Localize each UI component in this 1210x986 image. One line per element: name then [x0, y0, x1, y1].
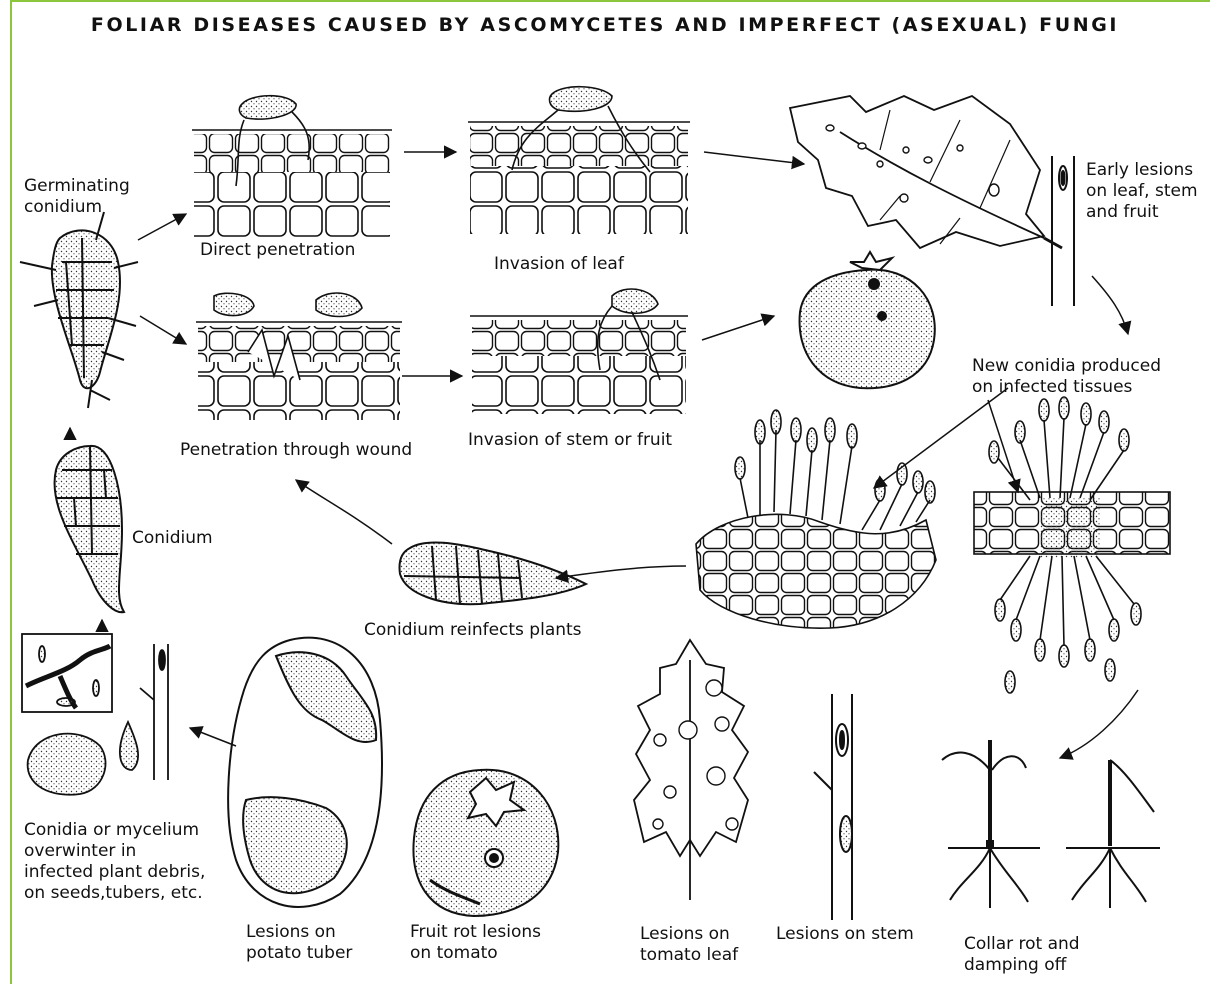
invasion-of-stem-drawing: [470, 289, 688, 414]
label-new-conidia: New conidia produced on infected tissues: [972, 356, 1161, 398]
conidium-drawing: [55, 446, 124, 612]
label-invasion-of-stem-or-fruit: Invasion of stem or fruit: [468, 430, 672, 451]
label-early-lesions: Early lesions on leaf, stem and fruit: [1086, 160, 1198, 223]
infected-leaf-drawing: [790, 96, 1062, 248]
label-lesions-potato-tuber: Lesions on potato tuber: [246, 922, 352, 964]
potato-tuber-drawing: [228, 638, 382, 907]
label-lesions-tomato-leaf: Lesions on tomato leaf: [640, 924, 738, 966]
invasion-of-leaf-drawing: [468, 87, 690, 234]
infected-stem-drawing: [1052, 156, 1074, 306]
overwintering-drawing: [22, 634, 168, 795]
label-lesions-on-stem: Lesions on stem: [776, 924, 914, 945]
new-conidia-drawing: [974, 397, 1170, 693]
label-fruit-rot-lesions: Fruit rot lesions on tomato: [410, 922, 541, 964]
sporulating-tissue-drawing: [696, 410, 936, 628]
fruit-rot-tomato-drawing: [413, 770, 558, 916]
damping-off-seedlings-drawing: [942, 740, 1160, 908]
stem-lesions-drawing: [814, 694, 852, 920]
label-penetration-through-wound: Penetration through wound: [180, 440, 412, 461]
reinfecting-conidium-drawing: [399, 543, 586, 605]
label-collar-rot: Collar rot and damping off: [964, 934, 1080, 976]
label-overwinter: Conidia or mycelium overwinter in infect…: [24, 820, 205, 904]
wound-penetration-drawing: [196, 293, 402, 420]
infected-tomato-drawing: [800, 252, 935, 388]
germinating-conidium-drawing: [20, 212, 138, 408]
label-germinating-conidium: Germinating conidium: [24, 176, 130, 218]
direct-penetration-drawing: [192, 96, 392, 238]
label-invasion-of-leaf: Invasion of leaf: [494, 254, 624, 275]
tomato-leaf-drawing: [634, 640, 748, 900]
label-conidium: Conidium: [132, 528, 213, 549]
label-conidium-reinfects: Conidium reinfects plants: [364, 620, 582, 641]
label-direct-penetration: Direct penetration: [200, 240, 355, 261]
